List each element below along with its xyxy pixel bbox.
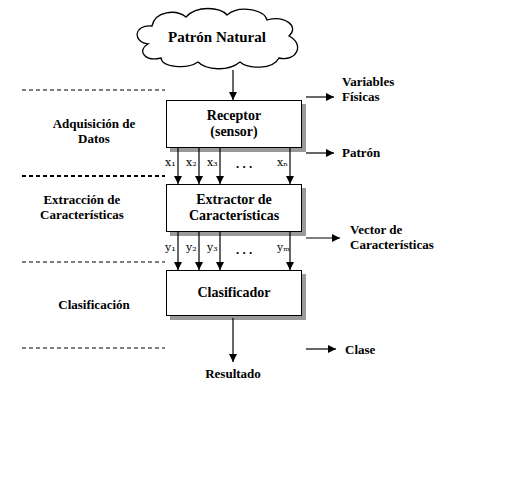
dashed-separator bbox=[22, 90, 165, 91]
signal-name: x₂ bbox=[186, 157, 197, 169]
stage-label: Resultado bbox=[190, 366, 276, 381]
signal-arrow bbox=[177, 232, 178, 270]
stage-label: Vector de Características bbox=[350, 222, 458, 252]
stage-label: Adquisición de Datos bbox=[48, 116, 140, 146]
stage-label: . . . bbox=[236, 156, 252, 171]
signal-arrow bbox=[198, 148, 199, 184]
signal-arrow bbox=[232, 70, 233, 100]
node-text: Clasificador bbox=[197, 285, 270, 301]
signal-arrow bbox=[219, 232, 220, 270]
signal-name: yₘ bbox=[277, 242, 290, 254]
node-text: Patrón Natural bbox=[168, 29, 266, 45]
signal-name: y₁ bbox=[165, 242, 176, 254]
signal-arrow bbox=[289, 148, 290, 184]
side-arrow bbox=[306, 152, 334, 153]
signal-name: y₂ bbox=[186, 242, 197, 254]
signal-arrow bbox=[219, 148, 220, 184]
node-text: Extractor de Características bbox=[177, 192, 292, 224]
dashed-separator bbox=[22, 262, 165, 263]
process-box: Receptor (sensor) bbox=[166, 100, 302, 148]
dashed-separator bbox=[22, 348, 165, 349]
stage-label: Clase bbox=[345, 342, 375, 357]
stage-label: Patrón bbox=[342, 145, 380, 160]
signal-name: x₃ bbox=[207, 157, 218, 169]
dashed-separator bbox=[22, 175, 165, 177]
cloud-shape: Patrón Natural bbox=[128, 4, 306, 70]
process-box: Clasificador bbox=[166, 270, 302, 316]
stage-label: . . . bbox=[236, 242, 252, 257]
side-arrow bbox=[306, 348, 336, 349]
signal-name: xₙ bbox=[277, 157, 288, 169]
signal-arrow bbox=[177, 148, 178, 184]
stage-label: Variables Físicas bbox=[342, 74, 394, 104]
signal-name: x₁ bbox=[165, 157, 176, 169]
signal-arrow bbox=[198, 232, 199, 270]
stage-label: Extracción de Características bbox=[40, 192, 124, 222]
signal-name: y₃ bbox=[207, 242, 218, 254]
stage-separators bbox=[22, 90, 165, 348]
node-text: Receptor (sensor) bbox=[189, 108, 279, 140]
process-box: Extractor de Características bbox=[166, 184, 302, 232]
cloud-path bbox=[137, 9, 297, 69]
output-arrow bbox=[232, 318, 233, 362]
side-arrow bbox=[306, 96, 334, 97]
side-arrow bbox=[306, 237, 340, 238]
stage-label: Clasificación bbox=[46, 297, 142, 312]
